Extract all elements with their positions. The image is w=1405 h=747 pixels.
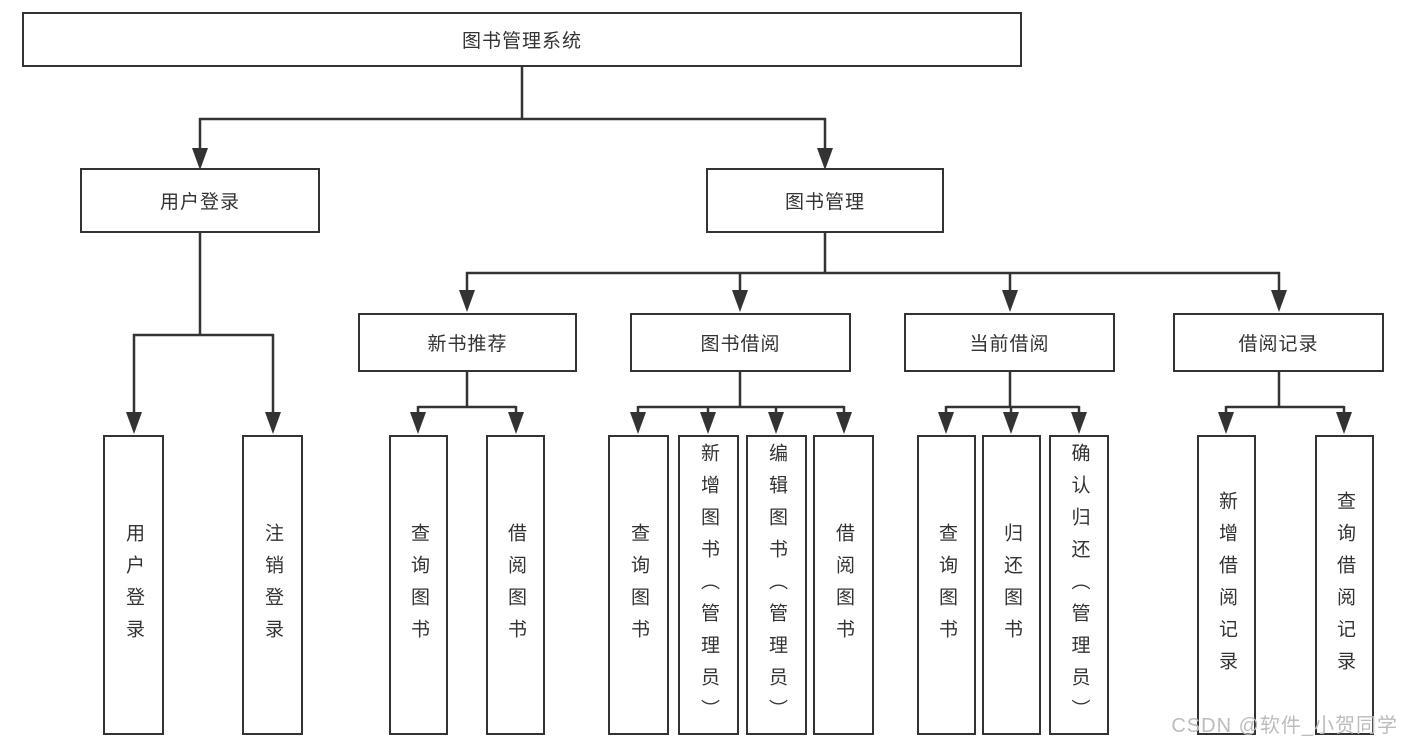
leaf-borrow-books-recommend: 借阅图书 [486,435,545,735]
node-label: 新增图书（管理员） [698,443,719,731]
node-label: 编辑图书（管理员） [766,443,787,731]
leaf-borrow-books: 借阅图书 [813,435,874,735]
leaf-add-borrow-record: 新增借阅记录 [1197,435,1256,735]
node-label: 用户登录 [123,523,144,651]
leaf-query-books-current: 查询图书 [917,435,976,735]
node-borrow-records: 借阅记录 [1173,313,1384,372]
node-label: 新书推荐 [427,334,508,355]
node-label: 查询图书 [628,523,649,651]
leaf-query-borrow-record: 查询借阅记录 [1315,435,1374,735]
node-label: 借阅记录 [1238,334,1319,355]
node-current-borrowing: 当前借阅 [904,313,1115,372]
node-new-book-recommend: 新书推荐 [358,313,577,372]
node-label: 用户登录 [159,192,240,213]
leaf-confirm-return-admin: 确认归还（管理员） [1049,435,1109,735]
node-label: 图书借阅 [700,334,781,355]
node-label: 借阅图书 [833,523,854,651]
node-label: 查询借阅记录 [1334,491,1355,683]
node-book-borrowing: 图书借阅 [630,313,851,372]
node-user-login: 用户登录 [80,168,320,233]
leaf-return-books: 归还图书 [982,435,1041,735]
node-label: 查询图书 [408,523,429,651]
node-label: 归还图书 [1001,523,1022,651]
node-label: 当前借阅 [969,334,1050,355]
leaf-query-books-borrow: 查询图书 [608,435,669,735]
leaf-edit-books-admin: 编辑图书（管理员） [746,435,807,735]
leaf-query-books-recommend: 查询图书 [389,435,448,735]
node-label: 借阅图书 [505,523,526,651]
leaf-add-books-admin: 新增图书（管理员） [678,435,739,735]
node-label: 确认归还（管理员） [1068,443,1090,731]
node-label: 注销登录 [262,523,283,651]
node-label: 图书管理系统 [461,31,582,52]
node-book-management: 图书管理 [706,168,944,233]
node-label: 查询图书 [936,523,957,651]
leaf-user-login: 用户登录 [103,435,164,735]
csdn-watermark: CSDN @软件_小贺同学 [1171,715,1398,737]
node-label: 图书管理 [784,192,865,213]
node-library-system: 图书管理系统 [22,12,1022,67]
node-label: 新增借阅记录 [1216,491,1237,683]
leaf-logout: 注销登录 [242,435,303,735]
